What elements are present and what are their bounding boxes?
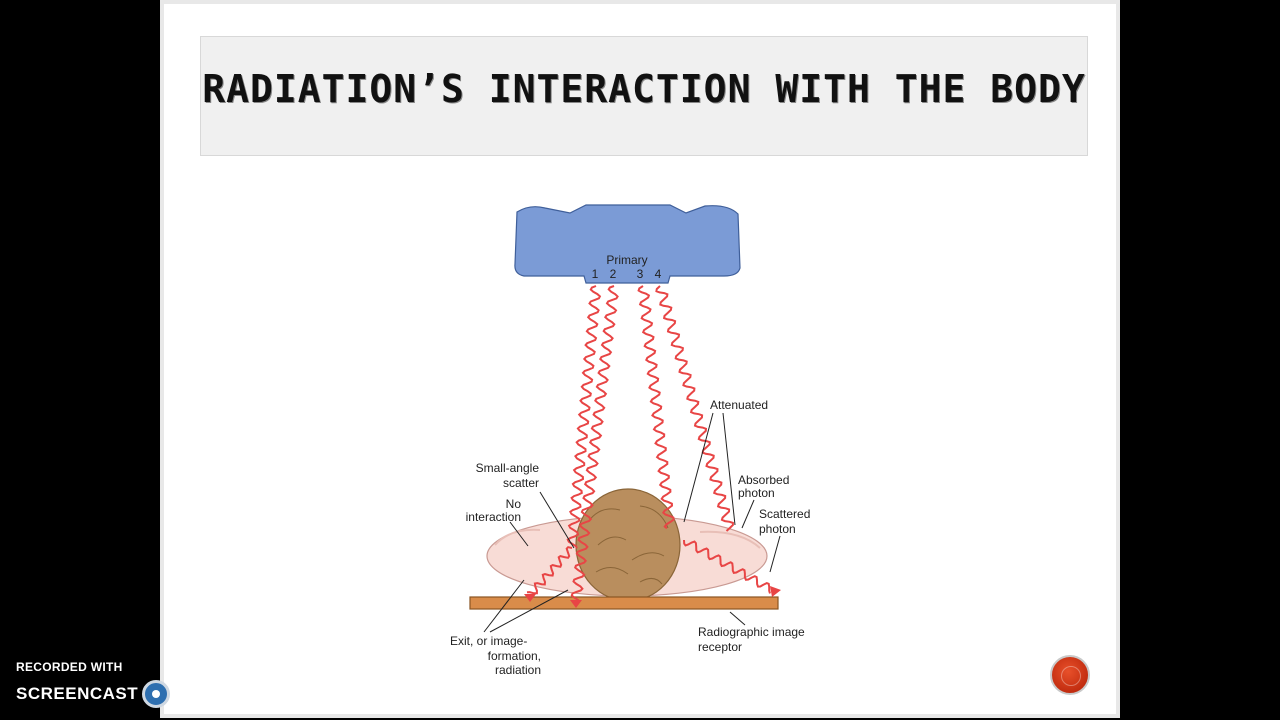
- tube-primary-label: Primary: [606, 253, 647, 267]
- watermark-brand-left: SCREENCAST: [16, 684, 139, 703]
- beam-absorbed: [637, 285, 675, 530]
- image-receptor: [469, 596, 779, 610]
- leader-scattered: [769, 535, 781, 573]
- label-small-angle-1: Small-angle: [476, 461, 540, 475]
- leader-attenuated-2: [722, 412, 736, 526]
- label-attenuated: Attenuated: [710, 398, 768, 412]
- exit-arrowhead-left: [524, 594, 536, 602]
- leader-no-interaction: [509, 521, 529, 547]
- beam-number-4: 4: [655, 267, 662, 281]
- leader-absorbed: [741, 499, 755, 529]
- label-receptor-1: Radiographic image: [698, 625, 805, 639]
- beam-scattered-photon: [655, 285, 734, 532]
- watermark-brand-right: MATIC: [174, 684, 230, 703]
- label-exit-1: Exit, or image-: [450, 634, 527, 648]
- slide: RADIATION’S INTERACTION WITH THE BODY: [160, 0, 1120, 718]
- label-scattered-1: Scattered: [759, 507, 810, 521]
- leader-exit-1: [483, 579, 525, 633]
- record-button[interactable]: [1050, 655, 1090, 695]
- leader-receptor: [729, 611, 746, 626]
- scatter-arrowhead: [770, 586, 781, 597]
- beam-number-2: 2: [610, 267, 617, 281]
- slide-title: RADIATION’S INTERACTION WITH THE BODY: [202, 67, 1086, 111]
- screencast-logo-icon: [142, 680, 171, 708]
- leader-exit-2: [489, 589, 569, 633]
- slide-content: RADIATION’S INTERACTION WITH THE BODY: [164, 4, 1116, 714]
- label-no-interaction-1: No: [506, 497, 522, 511]
- beam-number-3: 3: [637, 267, 644, 281]
- label-exit-3: radiation: [495, 663, 541, 677]
- watermark-recorded-with: RECORDED WITH: [16, 660, 123, 674]
- label-absorbed-1: Absorbed: [738, 473, 789, 487]
- leader-small-angle: [539, 491, 575, 549]
- label-scattered-2: photon: [759, 522, 796, 536]
- beam-scattered-branch: [683, 539, 771, 594]
- label-small-angle-2: scatter: [503, 476, 539, 490]
- label-exit-2: formation,: [488, 649, 541, 663]
- label-receptor-2: receptor: [698, 640, 742, 654]
- exit-arrowhead-center: [570, 600, 582, 608]
- xray-tube: [514, 204, 741, 284]
- title-banner: RADIATION’S INTERACTION WITH THE BODY: [200, 36, 1088, 156]
- label-no-interaction-2: interaction: [466, 510, 521, 524]
- beam-exit-left: [526, 546, 573, 595]
- screencast-watermark: RECORDED WITH SCREENCAST MATIC: [16, 660, 229, 708]
- label-absorbed-2: photon: [738, 486, 775, 500]
- beam-small-angle-scatter: [566, 285, 602, 549]
- leader-attenuated-1: [683, 412, 714, 523]
- beam-number-1: 1: [592, 267, 599, 281]
- beam-no-interaction: [570, 285, 619, 602]
